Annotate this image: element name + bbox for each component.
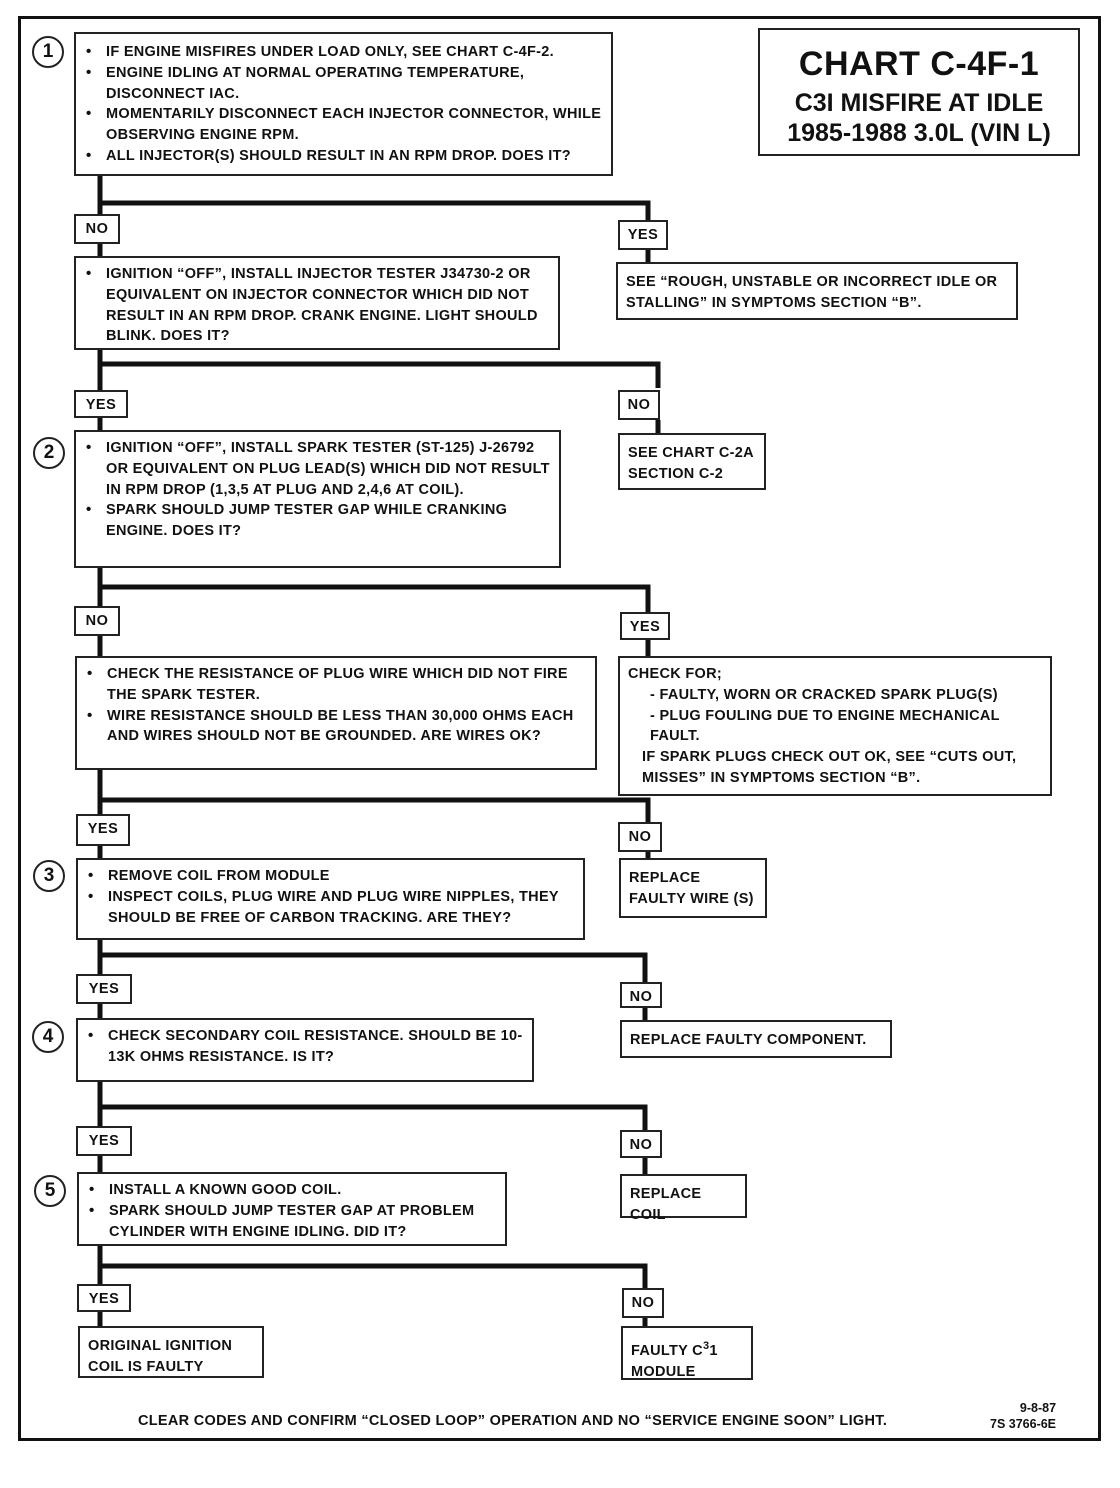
chart-c2a-result-box: SEE CHART C-2A SECTION C-2 xyxy=(618,433,766,490)
chart-title-box: CHART C-4F-1 C3I MISFIRE AT IDLE 1985-19… xyxy=(758,28,1080,156)
plug-wire-resistance-box: CHECK THE RESISTANCE OF PLUG WIRE WHICH … xyxy=(75,656,597,770)
step-2-box: IGNITION “OFF”, INSTALL SPARK TESTER (ST… xyxy=(74,430,561,568)
check-for-note: IF SPARK PLUGS CHECK OUT OK, SEE “CUTS O… xyxy=(642,749,1017,786)
module-text-suffix: 1 MODULE xyxy=(631,1342,718,1380)
module-text-superscript: 3 xyxy=(702,1340,710,1352)
replace-wire-result-box: REPLACE FAULTY WIRE (S) xyxy=(619,858,767,918)
no-label: NO xyxy=(620,1130,662,1158)
yes-label: YES xyxy=(620,612,670,640)
step-4-item: CHECK SECONDARY COIL RESISTANCE. SHOULD … xyxy=(84,1026,526,1068)
step-5-box: INSTALL A KNOWN GOOD COIL. SPARK SHOULD … xyxy=(77,1172,507,1246)
yes-label: YES xyxy=(76,814,130,846)
step-3-box: REMOVE COIL FROM MODULE INSPECT COILS, P… xyxy=(76,858,585,940)
chart-frame xyxy=(18,16,1101,1441)
no-label: NO xyxy=(74,606,120,636)
faulty-module-result-box: FAULTY C31 MODULE xyxy=(621,1326,753,1380)
no-label: NO xyxy=(618,822,662,852)
step-1-box: IF ENGINE MISFIRES UNDER LOAD ONLY, SEE … xyxy=(74,32,613,176)
yes-label: YES xyxy=(77,1284,131,1312)
coil-faulty-result-box: ORIGINAL IGNITION COIL IS FAULTY xyxy=(78,1326,264,1378)
document-reference: 9-8-87 7S 3766-6E xyxy=(990,1400,1056,1432)
yes-label: YES xyxy=(74,390,128,418)
step-3-item: REMOVE COIL FROM MODULE xyxy=(84,866,577,887)
reference-date: 9-8-87 xyxy=(1019,1401,1057,1415)
step-5-item: SPARK SHOULD JUMP TESTER GAP AT PROBLEM … xyxy=(85,1201,499,1243)
step-2-marker: 2 xyxy=(33,437,65,469)
no-label: NO xyxy=(618,390,660,420)
yes-label: YES xyxy=(76,974,132,1004)
no-label: NO xyxy=(620,982,662,1008)
step-1-marker: 1 xyxy=(32,36,64,68)
check-for-item: - FAULTY, WORN OR CRACKED SPARK PLUG(S) xyxy=(650,686,998,703)
plug-wire-item: CHECK THE RESISTANCE OF PLUG WIRE WHICH … xyxy=(83,664,589,706)
step-1-item: IF ENGINE MISFIRES UNDER LOAD ONLY, SEE … xyxy=(82,42,605,63)
module-text-prefix: FAULTY C xyxy=(631,1342,703,1359)
step-2-item: IGNITION “OFF”, INSTALL SPARK TESTER (ST… xyxy=(82,438,553,500)
replace-coil-result-box: REPLACE COIL xyxy=(620,1174,747,1223)
check-for-heading: CHECK FOR; xyxy=(628,666,723,682)
check-for-item: - PLUG FOULING DUE TO ENGINE MECHANICAL … xyxy=(650,707,1000,745)
yes-label: YES xyxy=(618,220,668,250)
replace-component-result-box: REPLACE FAULTY COMPONENT. xyxy=(620,1020,892,1058)
step-2-item: SPARK SHOULD JUMP TESTER GAP WHILE CRANK… xyxy=(82,500,553,542)
step-1-item: MOMENTARILY DISCONNECT EACH INJECTOR CON… xyxy=(82,104,605,146)
step-4-box: CHECK SECONDARY COIL RESISTANCE. SHOULD … xyxy=(76,1018,534,1082)
step-5-item: INSTALL A KNOWN GOOD COIL. xyxy=(85,1180,499,1201)
plug-wire-item: WIRE RESISTANCE SHOULD BE LESS THAN 30,0… xyxy=(83,706,589,748)
reference-code: 7S 3766-6E xyxy=(990,1417,1057,1431)
chart-title: C3I MISFIRE AT IDLE xyxy=(794,89,1044,117)
step-3-item: INSPECT COILS, PLUG WIRE AND PLUG WIRE N… xyxy=(84,887,577,929)
no-label: NO xyxy=(622,1288,664,1318)
footer-note: CLEAR CODES AND CONFIRM “CLOSED LOOP” OP… xyxy=(138,1413,888,1429)
step-1-item: ENGINE IDLING AT NORMAL OPERATING TEMPER… xyxy=(82,63,605,105)
step-3-marker: 3 xyxy=(33,860,65,892)
chart-subtitle: 1985-1988 3.0L (VIN L) xyxy=(787,119,1051,147)
chart-number: CHART C-4F-1 xyxy=(798,45,1040,83)
no-label: NO xyxy=(74,214,120,244)
check-for-box: CHECK FOR; - FAULTY, WORN OR CRACKED SPA… xyxy=(618,656,1052,796)
step-1-item: ALL INJECTOR(S) SHOULD RESULT IN AN RPM … xyxy=(82,146,605,167)
injector-tester-box: IGNITION “OFF”, INSTALL INJECTOR TESTER … xyxy=(74,256,560,350)
rough-idle-result-box: SEE “ROUGH, UNSTABLE OR INCORRECT IDLE O… xyxy=(616,262,1018,320)
injector-tester-item: IGNITION “OFF”, INSTALL INJECTOR TESTER … xyxy=(82,264,552,347)
yes-label: YES xyxy=(76,1126,132,1156)
step-5-marker: 5 xyxy=(34,1175,66,1207)
step-4-marker: 4 xyxy=(32,1021,64,1053)
